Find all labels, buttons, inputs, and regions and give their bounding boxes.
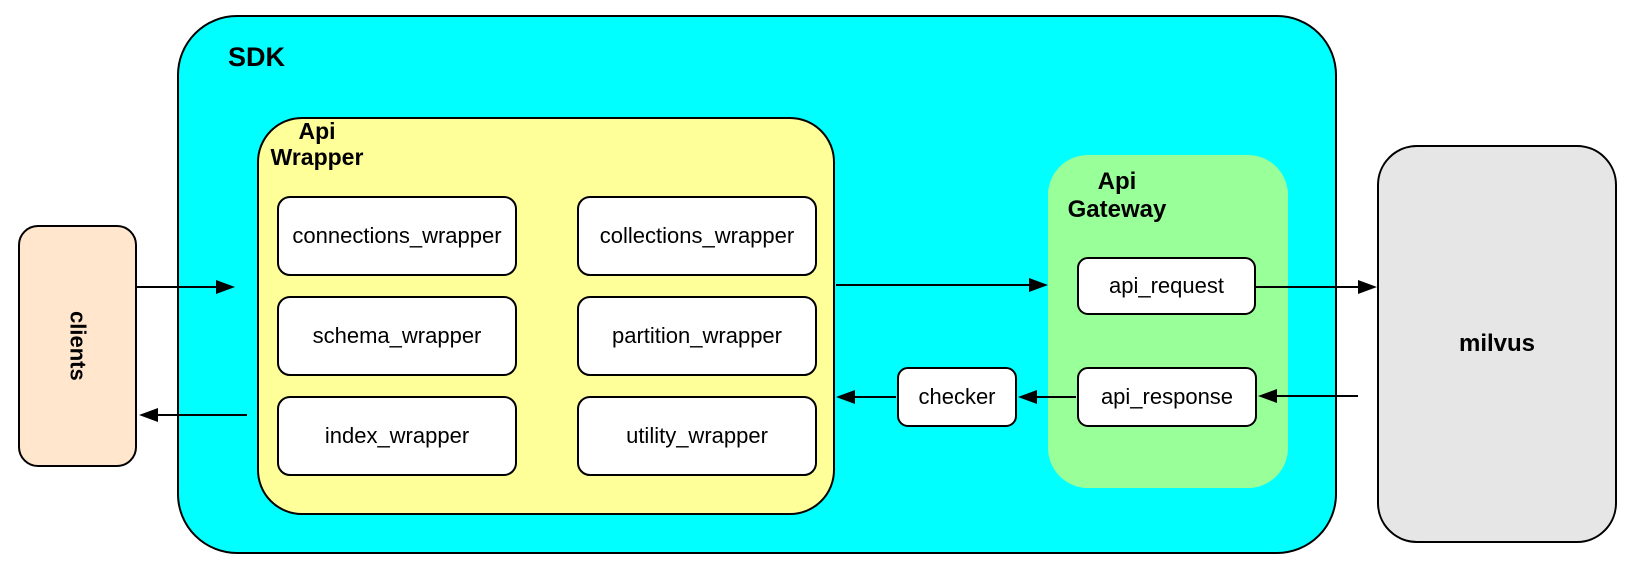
- api-request-box: api_request: [1077, 257, 1256, 315]
- collections-wrapper-box: collections_wrapper: [577, 196, 817, 276]
- arrow-shaft: [1034, 396, 1076, 398]
- arrowhead-left-icon: [1018, 390, 1037, 404]
- api-response-box: api_response: [1077, 367, 1257, 427]
- utility-wrapper-box: utility_wrapper: [577, 396, 817, 476]
- arrow-shaft: [852, 396, 896, 398]
- milvus-box: milvus: [1377, 145, 1617, 543]
- arrowhead-right-icon: [1029, 278, 1048, 292]
- arrow-shaft: [1274, 395, 1358, 397]
- milvus-label: milvus: [1458, 330, 1536, 357]
- arrow-clients-to-sdk: [137, 280, 235, 294]
- arrow-api-wrapper-to-api-gateway: [836, 278, 1048, 292]
- arrow-sdk-to-clients: [139, 408, 247, 422]
- arrow-milvus-to-api-response: [1258, 389, 1358, 403]
- clients-box: clients: [18, 225, 137, 467]
- arrowhead-left-icon: [1258, 389, 1277, 403]
- index-wrapper-box: index_wrapper: [277, 396, 517, 476]
- connections-wrapper-box: connections_wrapper: [277, 196, 517, 276]
- clients-label: clients: [65, 311, 91, 381]
- partition-wrapper-box: partition_wrapper: [577, 296, 817, 376]
- api-gateway-label: Api Gateway: [1067, 168, 1167, 223]
- arrow-shaft: [155, 414, 247, 416]
- api-wrapper-label: Api Wrapper: [270, 118, 364, 171]
- arrowhead-left-icon: [836, 390, 855, 404]
- arrow-shaft: [836, 284, 1032, 286]
- arrowhead-right-icon: [216, 280, 235, 294]
- api-gateway-container: [1048, 155, 1288, 488]
- arrow-shaft: [1256, 286, 1361, 288]
- arrow-api-request-to-milvus: [1256, 280, 1377, 294]
- schema-wrapper-box: schema_wrapper: [277, 296, 517, 376]
- arrow-checker-to-api-wrapper: [836, 390, 896, 404]
- checker-box: checker: [897, 367, 1017, 427]
- arrowhead-right-icon: [1358, 280, 1377, 294]
- arrow-shaft: [137, 286, 219, 288]
- arrowhead-left-icon: [139, 408, 158, 422]
- sdk-label: SDK: [228, 42, 286, 72]
- arrow-api-response-to-checker: [1018, 390, 1076, 404]
